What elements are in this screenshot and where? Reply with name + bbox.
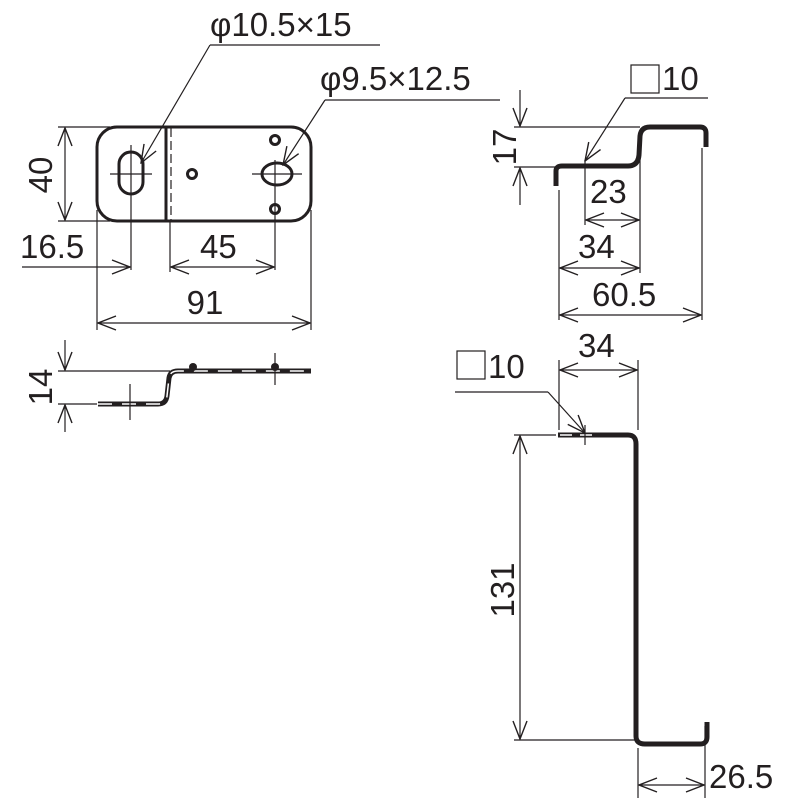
hole-to-bend-dimension: 23	[590, 173, 627, 210]
square-hole-symbol	[456, 350, 486, 380]
long-bracket-view: 34 10 131 26.5	[455, 327, 773, 798]
plate-side-view: 14	[22, 340, 311, 432]
hole-large-callout: φ10.5×15	[210, 6, 352, 43]
lip-to-bend-dimension: 34	[578, 228, 615, 265]
small-hole	[186, 168, 198, 180]
small-hole	[269, 134, 281, 146]
square-hole-symbol	[630, 64, 660, 94]
small-hole	[269, 203, 281, 215]
long-square-callout: 10	[488, 348, 525, 385]
long-height-dimension: 131	[484, 562, 521, 617]
plate-outline	[95, 125, 313, 223]
short-square-callout: 10	[662, 60, 699, 97]
height-dimension: 40	[22, 157, 59, 194]
bottom-width-dimension: 26.5	[709, 758, 773, 795]
hole-small-callout: φ9.5×12.5	[320, 60, 471, 97]
total-width-dimension: 60.5	[592, 276, 656, 313]
total-length-dimension: 91	[187, 284, 224, 321]
short-bracket-view: 10 17 23 34 60.5	[486, 60, 709, 320]
edge-to-slot-dimension: 16.5	[20, 228, 84, 265]
offset-dimension: 14	[22, 369, 59, 406]
short-height-dimension: 17	[486, 129, 523, 166]
top-width-dimension: 34	[578, 327, 615, 364]
bend-to-hole-dimension: 45	[200, 228, 237, 265]
plate-top-view: φ10.5×15 φ9.5×12.5 40 16.5 45 91	[20, 6, 500, 330]
